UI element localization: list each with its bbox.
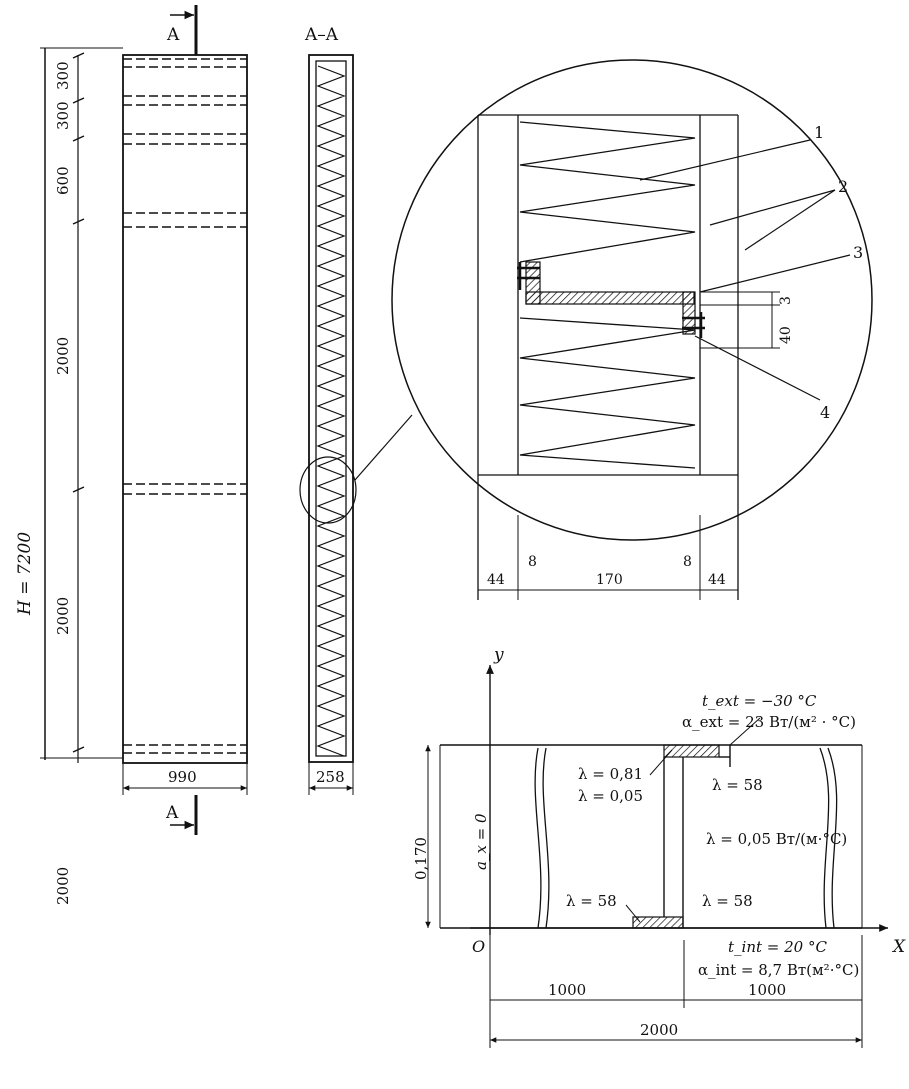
callout-3: 3 [853,243,863,262]
t-ext-label: t_ext = −30 °C [702,692,817,710]
height-0170: 0,170 [412,837,430,880]
dim-8-right: 8 [683,554,692,570]
dim-44-left: 44 [487,572,505,588]
calc-model: y X O t_ext = −30 °C α_ext = 23 Вт/(м² ·… [412,645,906,1048]
width-label: 990 [168,768,197,786]
lambda-58-top: λ = 58 [712,776,763,794]
ax-label: a_x = 0 [472,813,490,870]
panel-outline [122,54,248,764]
dim-1000-left: 1000 [548,981,586,999]
x-axis-label: X [891,937,906,957]
thickness-label: 258 [316,768,345,786]
segment-label-6: 2000 [54,867,72,905]
section-mark-bottom-label: A [165,803,179,823]
callout-4: 4 [820,403,830,422]
dim-170: 170 [596,572,623,588]
dim-1000-right: 1000 [748,981,786,999]
section-aa: A–A 258 [299,25,413,795]
callout-2: 2 [838,177,848,196]
lambda-081: λ = 0,81 [578,765,643,783]
lambda-58-bottom-right: λ = 58 [702,892,753,910]
section-mark-top-label: A [166,25,180,45]
height-label: H = 7200 [15,532,35,616]
dim-2000: 2000 [640,1021,678,1039]
lambda-insulation: λ = 0,05 Вт/(м·°C) [706,830,847,848]
panel-elevation: A 300 300 600 2000 2000 2000 H = 7200 [15,5,248,905]
segment-ticks [72,52,85,753]
section-mark-top: A [166,5,198,55]
dim-8-left: 8 [528,554,537,570]
segment-label-4: 2000 [54,337,72,375]
origin-label: O [472,937,485,956]
dim-44-right: 44 [708,572,726,588]
section-title: A–A [304,25,339,45]
dim-40: 40 [778,326,794,344]
section-mark-bottom: A [165,795,198,835]
callout-1: 1 [814,123,824,142]
segment-label-5: 2000 [54,597,72,635]
segment-label-3: 600 [54,166,72,195]
segment-label-1: 300 [54,61,72,90]
segment-label-2: 300 [54,101,72,130]
width-dimension: 990 [122,763,248,795]
alpha-ext-label: α_ext = 23 Вт/(м² · °C) [682,713,856,731]
y-axis-label: y [493,645,504,665]
alpha-int-label: α_int = 8,7 Вт(м²·°C) [698,961,859,979]
dim-3: 3 [778,296,794,305]
lambda-58-bottom-left: λ = 58 [566,892,617,910]
t-int-label: t_int = 20 °C [728,938,827,956]
cross-members [123,58,247,754]
lambda-005a: λ = 0,05 [578,787,643,805]
detail-view: 1 2 3 4 3 40 44 8 170 8 44 [391,59,873,600]
